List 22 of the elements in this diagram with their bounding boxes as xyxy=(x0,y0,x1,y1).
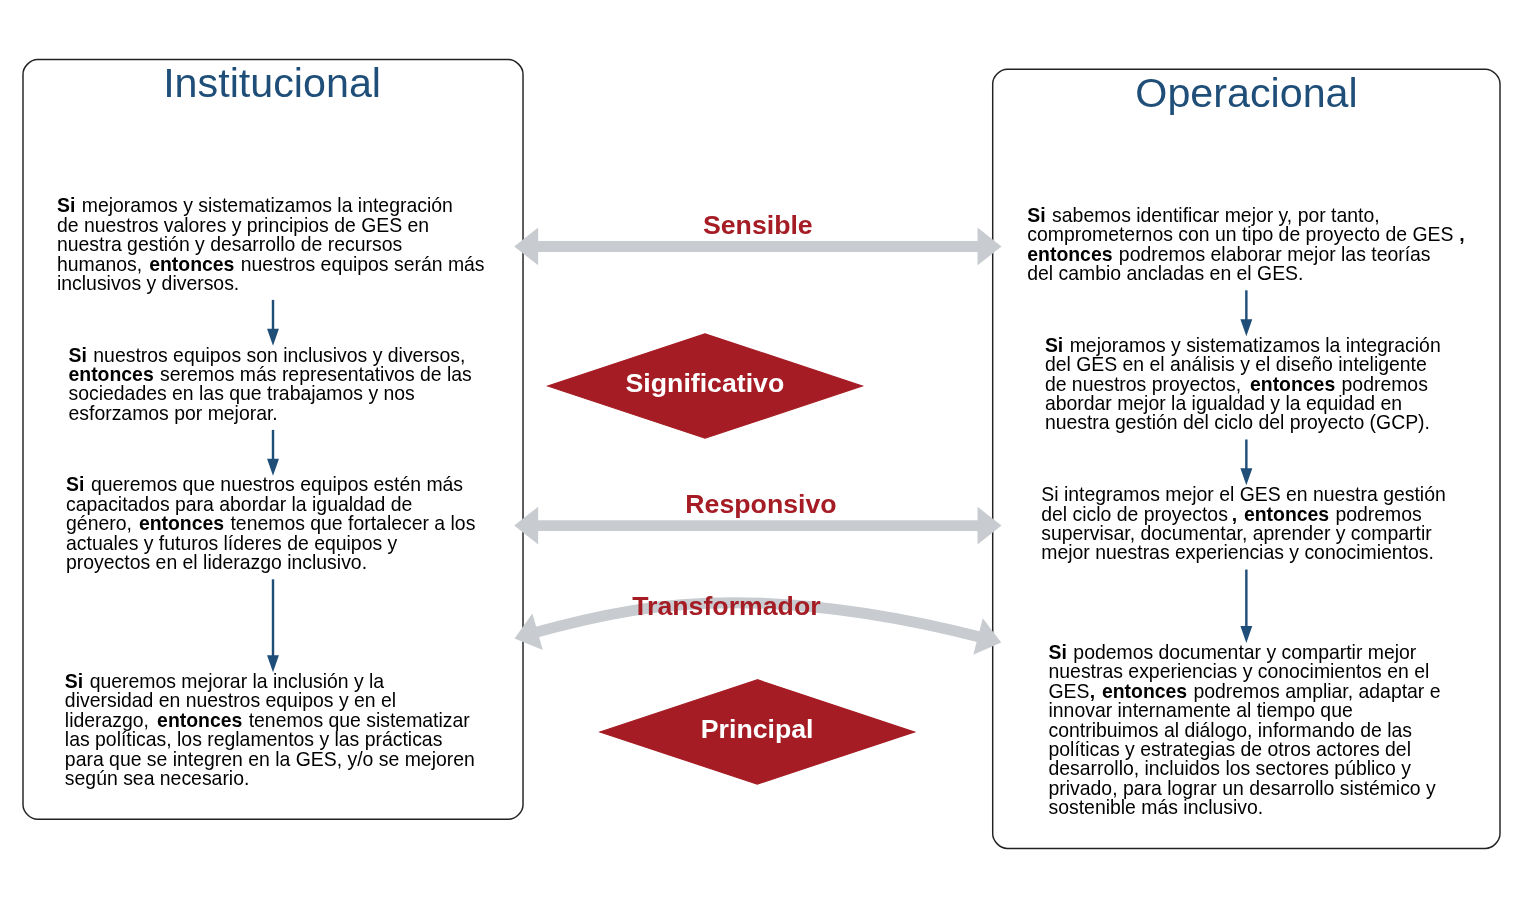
node-text: Si podemos documentar y compartir mejor nuestras experiencias y conocimientos en el GES, entonces podremos ampliar, adaptar e innovar internamente al tiempo que contribuimos al diálogo, informando de las políticas y estrategias de otros actores del desarrollo, incluidos los sectores público y privado, para lograr un desarrollo sistémico y sostenible más inclusivo. xyxy=(1048,640,1441,819)
arrow xyxy=(514,597,1002,655)
arrow xyxy=(267,429,279,476)
node-diamond: Principal xyxy=(598,679,917,785)
node-text: Si integramos mejor el GES en nuestra gestión del ciclo de proyectos, entonces podremos supervisar, documentar, aprender y compartir mejor nuestras experiencias y conocimientos. xyxy=(1041,483,1446,564)
node-text: Si mejoramos y sistematizamos la integración del GES en el análisis y el diseño inteligente de nuestros proyectos, entonces podremos abordar mejor la igualdad y la equidad en nuestra gestión del ciclo del proyecto (GCP). xyxy=(1044,333,1441,434)
arrow xyxy=(1240,569,1253,643)
node-text: Si nuestros equipos son inclusivos y diversos, entonces seremos más representativos de las sociedades en las que trabajamos y nos esforzamos por mejorar. xyxy=(68,343,472,424)
edge-label: Sensible xyxy=(702,209,813,240)
arrow xyxy=(267,579,279,673)
node-text: Si mejoramos y sistematizamos la integración de nuestros valores y principios de GES en nuestra gestión y desarrollo de recursos humanos, entonces nuestros equipos serán más inclusivos y diversos. xyxy=(56,194,485,294)
node-diamond: Significativo xyxy=(546,333,865,439)
edge-label: Transformador xyxy=(632,590,821,621)
node-text: Si sabemos identificar mejor y, por tanto, comprometernos con un tipo de proyecto de GES, entonces podremos elaborar mejor las teorías del cambio ancladas en el GES. xyxy=(1027,203,1465,285)
arrow xyxy=(514,506,1002,545)
node-text: Si queremos mejorar la inclusión y la diversidad en nuestros equipos y en el liderazgo, entonces tenemos que sistematizar las políticas, los reglamentos y las prácticas para que se integren en la GES, y/o se mejoren según sea necesario. xyxy=(64,669,475,790)
edge-label: Responsivo xyxy=(685,488,837,519)
arrow xyxy=(514,227,1002,266)
arrow xyxy=(1240,439,1253,486)
arrow xyxy=(1240,290,1253,337)
arrow xyxy=(267,299,279,346)
node-text: Si queremos que nuestros equipos estén más capacitados para abordar la igualdad de género, entonces tenemos que fortalecer a los actuales y futuros líderes de equipos y proyectos en el liderazgo inclusivo. xyxy=(66,473,476,574)
